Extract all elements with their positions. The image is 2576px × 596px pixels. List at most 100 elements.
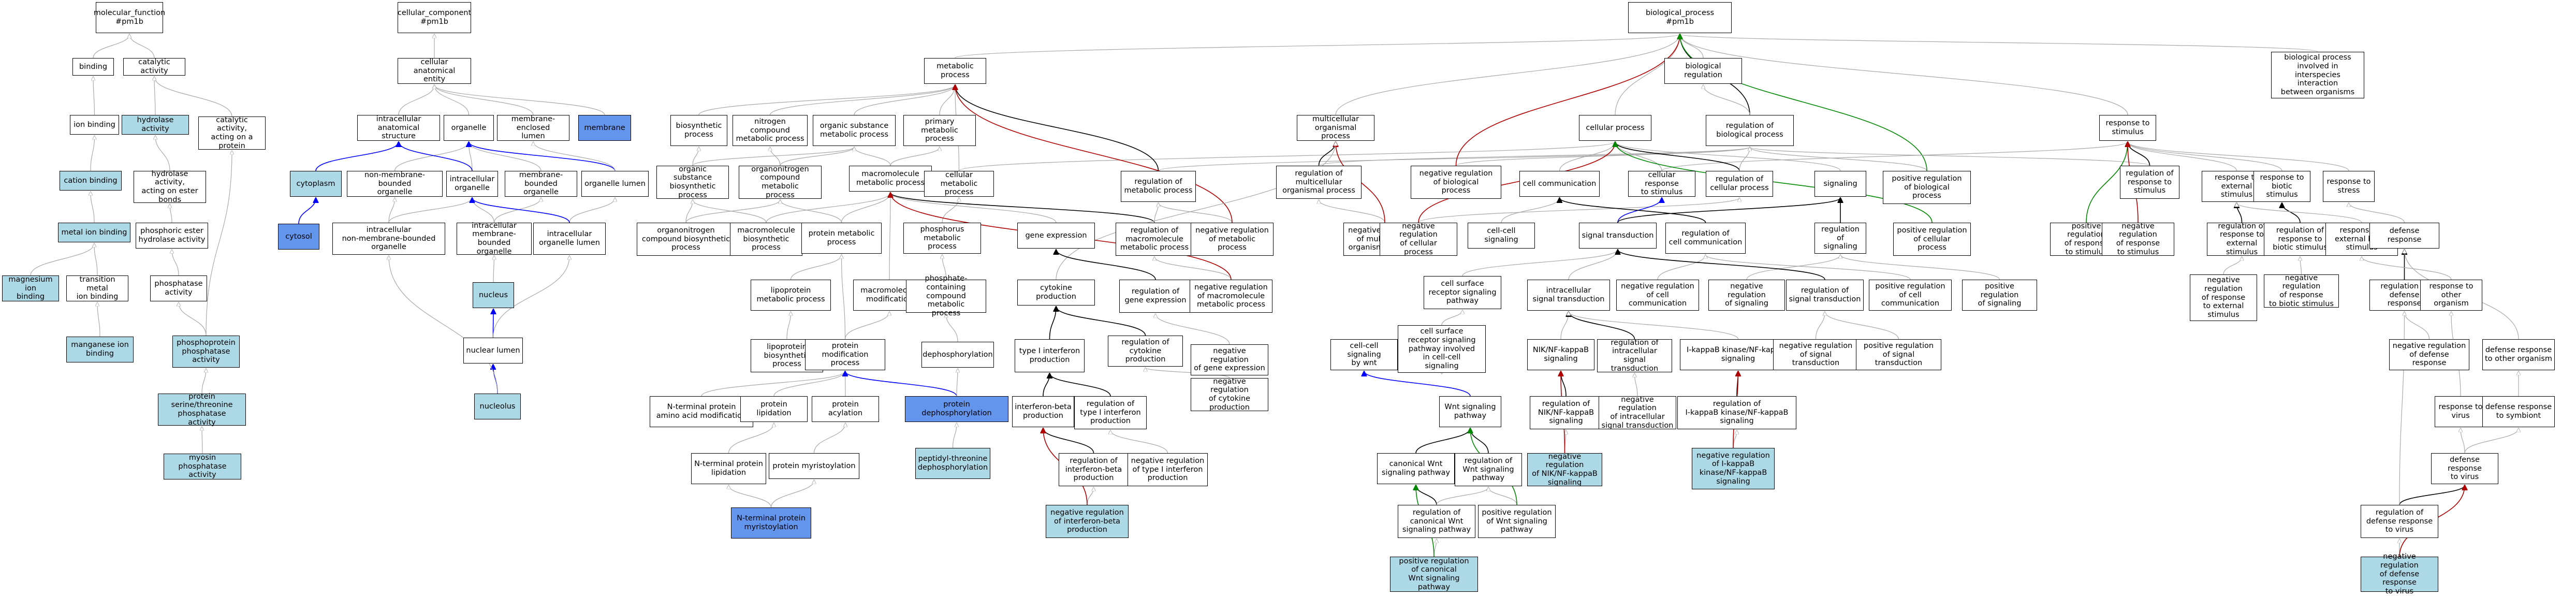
node-cc[interactable]: cellular_component #pm1b: [398, 2, 471, 33]
node-regcytoprod[interactable]: regulation of cytokine production: [1108, 336, 1183, 367]
node-magnesium[interactable]: magnesium ion binding: [2, 275, 59, 301]
node-cationbind[interactable]: cation binding: [60, 171, 122, 191]
node-negregrespbiotic[interactable]: negative regulation of response to bioti…: [2264, 274, 2339, 308]
node-posregsignaling[interactable]: positive regulation of signaling: [1962, 280, 2037, 311]
node-negregintrasig[interactable]: negative regulation of intracellular sig…: [1599, 396, 1676, 430]
node-transmetal[interactable]: transition metal ion binding: [66, 275, 128, 301]
node-regmacro[interactable]: regulation of macromolecule metabolic pr…: [1116, 223, 1193, 256]
node-membrane[interactable]: membrane: [578, 115, 631, 141]
node-geneexpr[interactable]: gene expression: [1017, 223, 1095, 249]
node-negregrespext[interactable]: negative regulation of response to exter…: [2190, 274, 2257, 321]
node-negregtype1ifn[interactable]: negative regulation of type I interferon…: [1128, 453, 1208, 486]
node-macrobios[interactable]: macromolecule biosynthetic process: [730, 223, 802, 256]
node-intraanat[interactable]: intracellular anatomical structure: [357, 115, 440, 141]
node-nikkb[interactable]: NIK/NF-kappaB signaling: [1527, 339, 1594, 370]
node-negregcellcomm[interactable]: negative regulation of cell communicatio…: [1616, 280, 1699, 311]
node-organelle[interactable]: organelle: [444, 115, 494, 141]
node-cellcellwnt[interactable]: cell-cell signaling by wnt: [1330, 339, 1398, 370]
node-binding[interactable]: binding: [72, 58, 114, 76]
node-cytoprod[interactable]: cytokine production: [1017, 280, 1095, 306]
node-regrespbiotic[interactable]: regulation of response to biotic stimulu…: [2264, 223, 2336, 256]
node-membbound[interactable]: membrane-bounded organelle: [505, 171, 577, 197]
node-membenc[interactable]: membrane-enclosed lumen: [497, 115, 569, 141]
node-regcellcomm[interactable]: regulation of cell communication: [1665, 223, 1746, 254]
node-negregresp[interactable]: negative regulation of response to stimu…: [2102, 222, 2174, 256]
node-posregsigtrans[interactable]: positive regulation of signal transducti…: [1856, 339, 1941, 370]
node-defrespother[interactable]: defense response to other organism: [2482, 339, 2555, 370]
node-ionbind[interactable]: ion binding: [70, 115, 119, 135]
node-respbiotic[interactable]: response to biotic stimulus: [2253, 171, 2310, 202]
node-protacyl[interactable]: protein acylation: [812, 396, 879, 422]
node-multicell[interactable]: multicellular organismal process: [1297, 115, 1374, 141]
node-regsignaling[interactable]: regulation of signaling: [1814, 223, 1866, 254]
node-orglumen[interactable]: organelle lumen: [581, 171, 649, 197]
node-myosin[interactable]: myosin phosphatase activity: [164, 454, 241, 479]
node-negregikbkb[interactable]: negative regulation of I-kappaB kinase/N…: [1692, 448, 1775, 489]
node-cellrespstim[interactable]: cellular response to stimulus: [1628, 171, 1695, 197]
node-nucleolus[interactable]: nucleolus: [474, 394, 521, 419]
node-type1ifn[interactable]: type I interferon production: [1015, 339, 1085, 372]
node-dephos[interactable]: dephosphorylation: [921, 342, 994, 368]
node-intraorglumen[interactable]: intracellular organelle lumen: [533, 223, 606, 255]
node-protdephos[interactable]: protein dephosphorylation: [905, 396, 1008, 422]
node-phosphmeta[interactable]: phosphorus metabolic process: [903, 223, 981, 254]
node-negreggeneexpr[interactable]: negative regulation of gene expression: [1191, 344, 1268, 375]
node-catprot[interactable]: catalytic activity, acting on a protein: [198, 116, 266, 150]
node-regrespstim[interactable]: regulation of response to stimulus: [2120, 166, 2179, 199]
node-negregsignaling[interactable]: negative regulation of signaling: [1708, 280, 1785, 311]
node-reggeneexpr[interactable]: regulation of gene expression: [1119, 280, 1192, 313]
node-defvirus[interactable]: defense response to virus: [2431, 453, 2498, 484]
node-posregcanonwnt[interactable]: positive regulation of canonical Wnt sig…: [1390, 557, 1478, 592]
node-phosphoprotphos[interactable]: phosphoprotein phosphatase activity: [172, 336, 240, 368]
node-regnikkb[interactable]: regulation of NIK/NF-kappaB signaling: [1530, 396, 1602, 429]
node-negregcellproc[interactable]: negative regulation of cellular process: [1380, 222, 1457, 256]
node-regdefresp[interactable]: regulation of defense response: [2369, 280, 2439, 311]
node-cellcomm[interactable]: cell communication: [1519, 171, 1600, 197]
node-negregdefresp[interactable]: negative regulation of defense response: [2389, 339, 2469, 370]
node-protmyrist[interactable]: protein myristoylation: [769, 453, 859, 479]
node-macromol[interactable]: macromolecule metabolic process: [849, 166, 932, 192]
node-phosphoester[interactable]: phosphoric ester hydrolase activity: [136, 223, 208, 249]
node-bioreg[interactable]: biological regulation: [1664, 58, 1742, 84]
node-negregifnb[interactable]: negative regulation of interferon-beta p…: [1046, 505, 1129, 538]
node-protmod[interactable]: protein modification process: [805, 339, 885, 370]
node-negregdefvirus[interactable]: negative regulation of defense response …: [2361, 553, 2438, 595]
node-negregcytoprod[interactable]: negative regulation of cytokine producti…: [1191, 377, 1268, 412]
node-metabolic[interactable]: metabolic process: [924, 58, 986, 84]
node-nonmemb[interactable]: non-membrane-bounded organelle: [347, 171, 443, 197]
node-cellproc[interactable]: cellular process: [1579, 115, 1651, 141]
node-cellsurface[interactable]: cell surface receptor signaling pathway: [1424, 276, 1501, 309]
node-peptidylthr[interactable]: peptidyl-threonine dephosphorylation: [915, 448, 990, 479]
node-ntprotmyrist[interactable]: N-terminal protein myristoylation: [731, 507, 811, 539]
node-cellsurfcellcell[interactable]: cell surface receptor signaling pathway …: [1398, 325, 1486, 373]
node-negregsigtrans[interactable]: negative regulation of signal transducti…: [1773, 339, 1858, 370]
node-orgnitro[interactable]: organonitrogen compound metabolic proces…: [739, 165, 822, 199]
node-respstress[interactable]: response to stress: [2323, 171, 2375, 202]
node-regwnt[interactable]: regulation of Wnt signaling pathway: [1455, 453, 1522, 486]
node-respstim[interactable]: response to stimulus: [2099, 115, 2156, 141]
node-intranonmemb[interactable]: intracellular non-membrane-bounded organ…: [332, 223, 445, 255]
node-nuclumen[interactable]: nuclear lumen: [463, 338, 523, 364]
node-cae[interactable]: cellular anatomical entity: [398, 58, 471, 84]
node-ncmeta[interactable]: nitrogen compound metabolic process: [733, 115, 808, 146]
node-negregmeta[interactable]: negative regulation of metabolic process: [1191, 223, 1274, 256]
node-resptovirus[interactable]: response to virus: [2435, 396, 2486, 427]
node-canonwnt[interactable]: canonical Wnt signaling pathway: [1377, 453, 1455, 484]
node-intraorg[interactable]: intracellular organelle: [446, 171, 498, 197]
node-metalion[interactable]: metal ion binding: [58, 223, 130, 242]
node-ntprotlipid[interactable]: N-terminal protein lipidation: [691, 453, 766, 484]
node-protlipid[interactable]: protein lipidation: [740, 396, 808, 422]
node-phosphatase[interactable]: phosphatase activity: [150, 275, 207, 301]
node-primmeta[interactable]: primary metabolic process: [903, 115, 976, 146]
node-nucleus[interactable]: nucleus: [473, 282, 514, 308]
node-regsigtrans[interactable]: regulation of signal transduction: [1786, 280, 1864, 311]
node-negregnikkb[interactable]: negative regulation of NIK/NF-kappaB sig…: [1527, 453, 1602, 487]
node-ntprotamino[interactable]: N-terminal protein amino acid modificati…: [650, 396, 753, 427]
node-regmeta[interactable]: regulation of metabolic process: [1121, 171, 1196, 202]
node-posregwnt[interactable]: positive regulation of Wnt signaling pat…: [1478, 505, 1556, 538]
node-intramemb[interactable]: intracellular membrane-bounded organelle: [457, 222, 532, 256]
node-phosphcontain[interactable]: phosphate-containing compound metabolic …: [906, 274, 986, 317]
node-regtype1ifn[interactable]: regulation of type I interferon producti…: [1074, 396, 1147, 429]
node-regikbkb[interactable]: regulation of I-kappaB kinase/NF-kappaB …: [1677, 396, 1796, 429]
node-cytoplasm[interactable]: cytoplasm: [290, 171, 342, 197]
